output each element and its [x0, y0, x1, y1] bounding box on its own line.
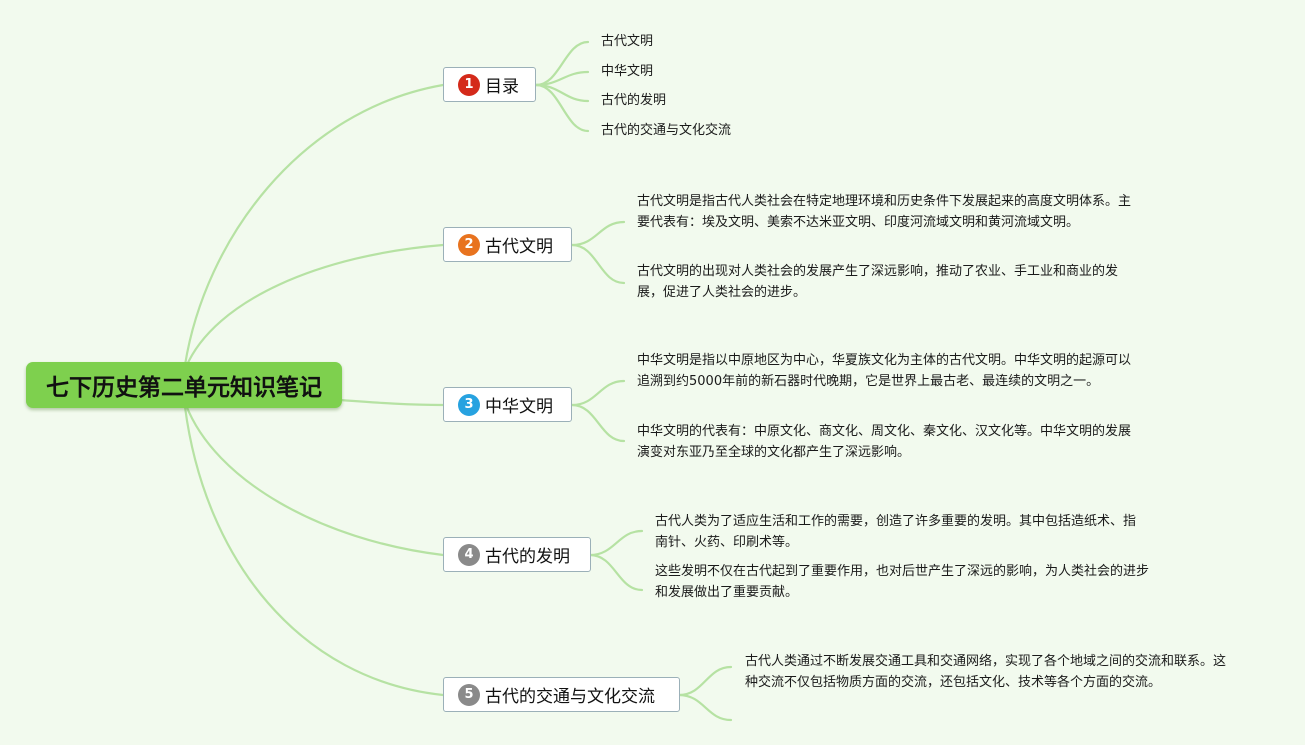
link-topic-4-para-1 — [588, 529, 644, 557]
topic-label-3: 中华文明 — [485, 397, 553, 417]
leaf-item[interactable]: 古代的交通与文化交流 — [601, 123, 732, 138]
note-paragraph[interactable]: 中华文明是指以中原地区为中心，华夏族文化为主体的古代文明。中华文明的起源可以追溯… — [637, 353, 1132, 389]
number-badge-3: 3 — [458, 393, 480, 416]
leaf-item[interactable]: 古代的发明 — [601, 93, 667, 108]
link-root-topic-5 — [183, 405, 445, 697]
note-paragraph[interactable]: 古代文明是指古代人类社会在特定地理环境和历史条件下发展起来的高度文明体系。主要代… — [637, 194, 1132, 230]
leaf-item[interactable]: 古代文明 — [601, 34, 654, 49]
link-topic-2-para-2 — [570, 243, 626, 285]
link-topic-5-para-1 — [677, 665, 733, 697]
note-paragraph[interactable]: 古代文明的出现对人类社会的发展产生了深远影响，推动了农业、手工业和商业的发展，促… — [637, 264, 1119, 300]
topic-label-1: 目录 — [485, 77, 519, 97]
note-paragraph[interactable]: 古代人类为了适应生活和工作的需要，创造了许多重要的发明。其中包括造纸术、指南针、… — [655, 514, 1137, 550]
note-paragraph[interactable]: 古代人类通过不断发展交通工具和交通网络，实现了各个地域之间的交流和联系。这种交流… — [745, 654, 1227, 690]
note-paragraph[interactable]: 中华文明的代表有：中原文化、商文化、周文化、秦文化、汉文化等。中华文明的发展演变… — [637, 424, 1132, 460]
number-badge-4: 4 — [458, 543, 480, 566]
link-root-topic-3 — [338, 398, 445, 407]
link-root-topic-1 — [183, 83, 445, 367]
topic-node-1[interactable]: 1 目录 — [443, 67, 536, 102]
link-topic-3-para-1 — [570, 379, 626, 407]
number-badge-2: 2 — [458, 233, 480, 256]
topic-label-5: 古代的交通与文化交流 — [485, 687, 655, 707]
topic-node-4[interactable]: 4 古代的发明 — [443, 537, 591, 572]
topic-node-2[interactable]: 2 古代文明 — [443, 227, 572, 262]
topic-node-3[interactable]: 3 中华文明 — [443, 387, 572, 422]
topic-label-2: 古代文明 — [485, 237, 553, 257]
link-topic-4-para-2 — [588, 553, 644, 592]
link-root-topic-2 — [184, 243, 445, 369]
topic-node-5[interactable]: 5 古代的交通与文化交流 — [443, 677, 680, 712]
root-topic-label: 七下历史第二单元知识笔记 — [46, 375, 322, 401]
number-badge-5: 5 — [458, 683, 480, 706]
note-paragraph[interactable]: 这些发明不仅在古代起到了重要作用，也对后世产生了深远的影响，为人类社会的进步和发… — [655, 564, 1150, 600]
link-topic-1-leaf-4 — [534, 83, 590, 133]
topic-label-4: 古代的发明 — [485, 547, 570, 567]
root-topic[interactable]: 七下历史第二单元知识笔记 — [26, 362, 342, 408]
link-topic-3-para-2 — [570, 403, 626, 443]
leaf-item[interactable]: 中华文明 — [601, 64, 654, 79]
link-topic-2-para-1 — [570, 220, 626, 247]
link-root-topic-4 — [184, 403, 445, 557]
number-badge-1: 1 — [458, 73, 480, 96]
link-topic-5-para-2 — [677, 693, 733, 722]
